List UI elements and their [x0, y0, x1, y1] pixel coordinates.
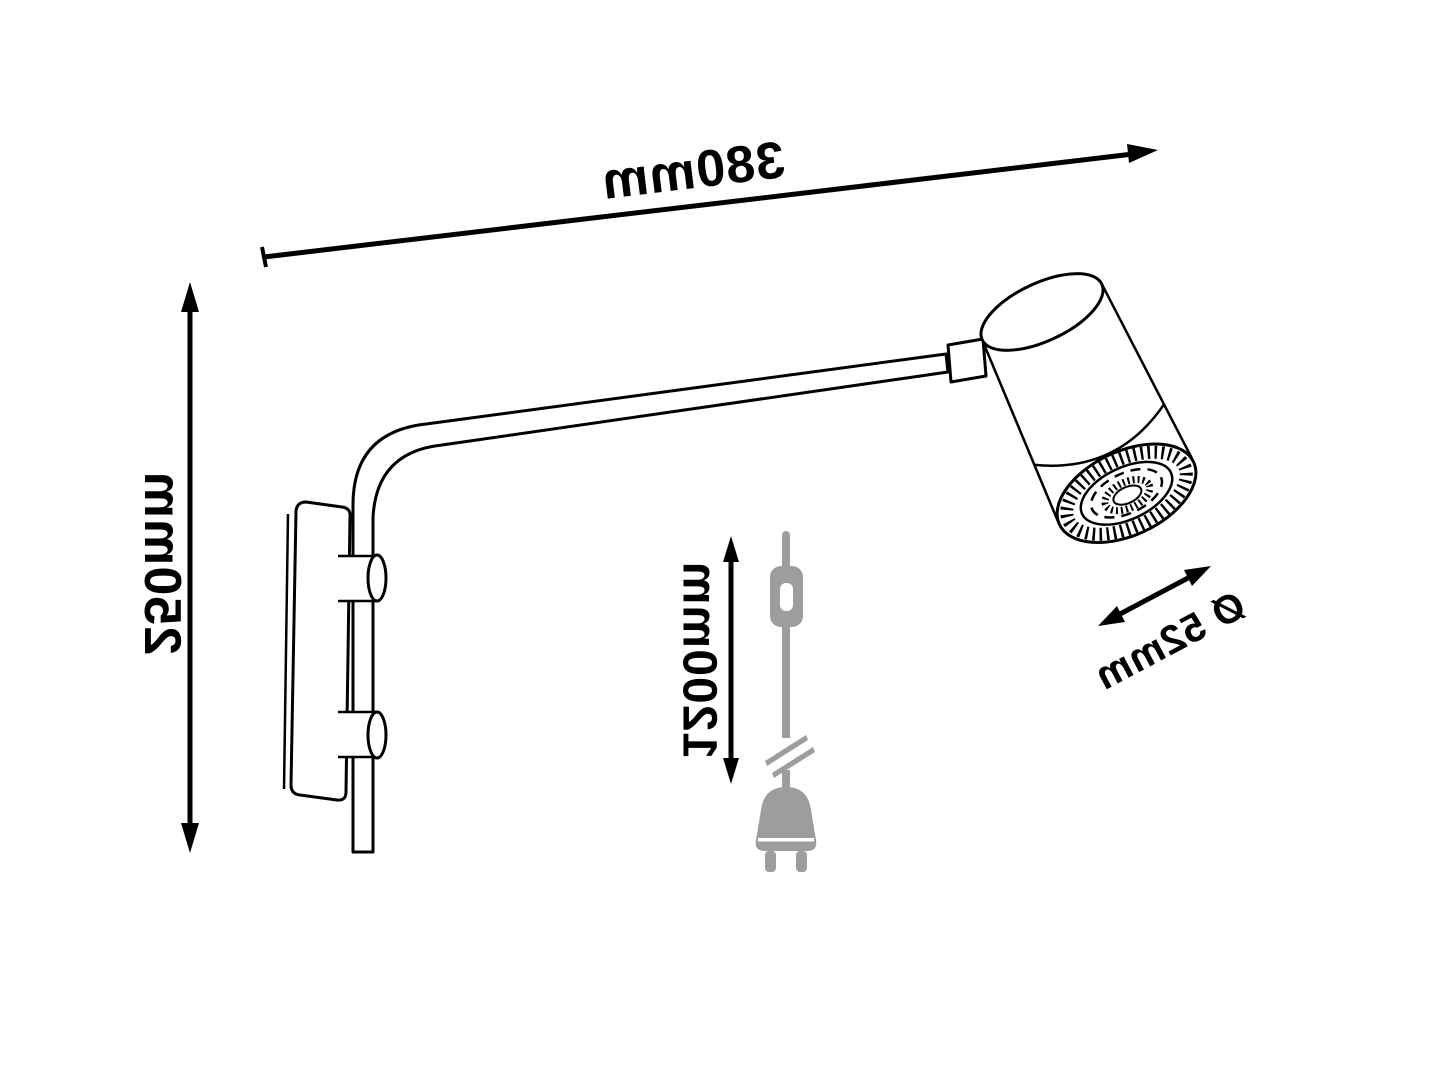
width-dimension: 380mm [260, 131, 1158, 268]
width-arrowhead [1127, 144, 1158, 163]
wall-plate-edge [282, 513, 290, 790]
height-dimension: 250mm [133, 282, 199, 853]
head-end-cap [979, 272, 1105, 352]
power-cord-icon [755, 531, 817, 872]
arm-head-joint [946, 337, 988, 384]
diameter-line [1118, 575, 1190, 617]
plug-prong-right [796, 851, 807, 872]
diameter-arrowhead-right [1184, 566, 1211, 586]
height-arrowhead-top [181, 282, 199, 312]
plug-prong-left [765, 851, 776, 872]
bulb-facet-ring [1089, 467, 1164, 519]
boss-end-cap [366, 553, 388, 603]
cable-break-slash-1 [765, 735, 808, 766]
cord-lower-segment [782, 770, 790, 792]
height-arrowhead-bottom [181, 823, 199, 853]
head-seam [1033, 403, 1166, 467]
cable-arrowhead-top [723, 536, 739, 562]
diameter-arrowhead-left [1098, 606, 1125, 626]
cord-middle-segment [782, 624, 790, 738]
wall-plate-body [289, 500, 352, 802]
boss-end-cap [366, 710, 388, 760]
boss-lines [338, 554, 377, 603]
lamp-head [979, 272, 1198, 545]
mounting-arm [351, 352, 950, 854]
diameter-dimension: Ø 52mm [1087, 566, 1253, 699]
cable-length-label: 1200mm [673, 561, 726, 759]
diameter-dimension-label: Ø 52mm [1087, 583, 1252, 699]
mounting-boss-bottom [338, 710, 388, 760]
plug-icon [755, 787, 817, 851]
cable-arrowhead-bottom [723, 758, 739, 784]
cord-upper-segment [782, 531, 790, 573]
face-ribbed-ring [1060, 445, 1193, 541]
head-sides [981, 283, 1194, 522]
plug-slot [758, 838, 814, 842]
bulb-center [1112, 484, 1143, 506]
cable-length-dimension: 1200mm [673, 536, 739, 784]
mounting-boss-top [338, 553, 388, 603]
switch-slot [780, 583, 793, 611]
boss-lines [338, 710, 377, 759]
height-dimension-label: 250mm [133, 471, 191, 655]
cable-break-slash-2 [772, 747, 815, 778]
wall-plate [282, 500, 352, 802]
width-line [263, 151, 1134, 260]
lamp-face [1055, 442, 1198, 545]
